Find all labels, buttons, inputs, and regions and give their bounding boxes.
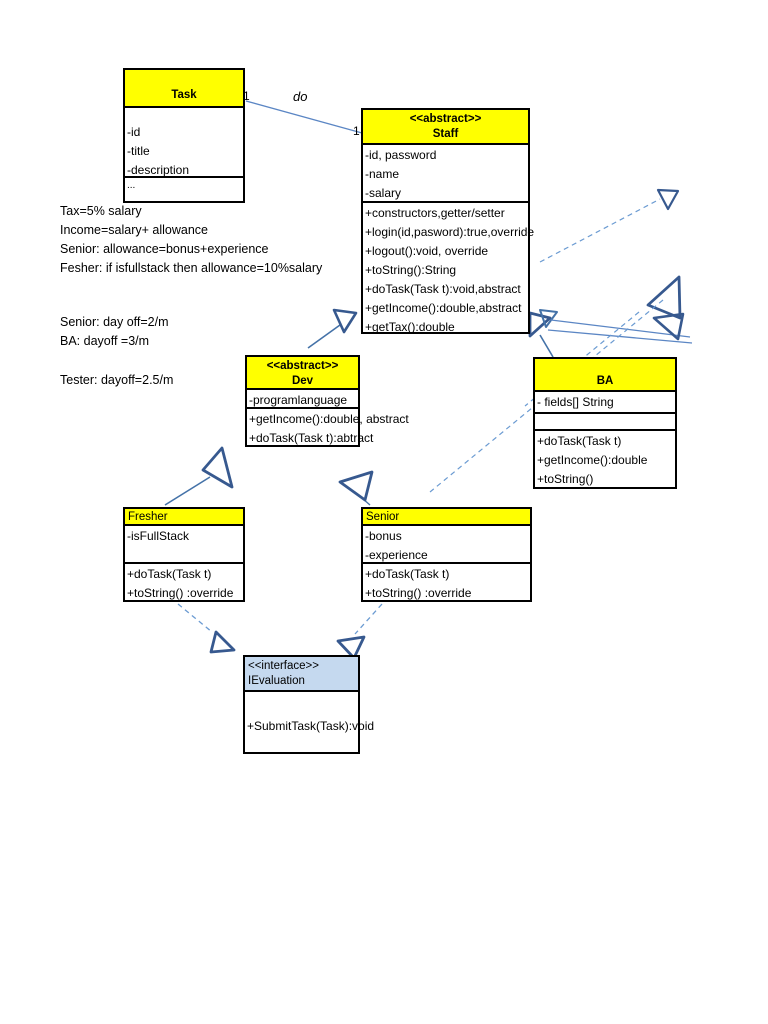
method-row: +toString() :override (127, 586, 234, 600)
attribute-row: -id, password (365, 148, 437, 162)
method-row: +logout():void, override (365, 244, 489, 258)
class-header-dev: <<abstract>> Dev (247, 357, 358, 390)
class-methods-senior: +doTask(Task t) +toString() :override (363, 564, 530, 602)
class-attributes-fresher: -isFullStack (125, 526, 243, 564)
class-methods-dev: +getIncome():double, abstract +doTask(Ta… (247, 409, 409, 445)
method-row: +doTask(Task t):abtract (249, 431, 374, 445)
generalization-dev-staff-line (307, 324, 341, 349)
realization-fresher-ievaluation-line (177, 603, 213, 633)
generalization-ba-staff-arrowhead (528, 311, 552, 338)
class-box-staff[interactable]: <<abstract>> Staff -id, password -name -… (361, 108, 535, 334)
class-attributes-ba: - fields[] String (535, 392, 675, 414)
stray-line-mid-right-b (547, 329, 693, 344)
realization-senior-ievaluation-line (354, 603, 383, 635)
generalization-fresher-dev-line (164, 476, 211, 506)
method-row: +doTask(Task t) (127, 567, 212, 581)
generalization-fresher-dev-arrowhead (201, 446, 234, 489)
attribute-row: -title (127, 144, 150, 158)
generalization-ba-staff-line (539, 334, 554, 358)
attribute-row: -bonus (365, 529, 402, 543)
method-row: +doTask(Task t) (365, 567, 450, 581)
attribute-row: -description (127, 163, 190, 177)
class-name-senior: Senior (366, 511, 400, 523)
class-header-senior: Senior (363, 509, 530, 526)
class-empty-compartment-ba (535, 414, 675, 431)
note-line: Tester: dayoff=2.5/m (60, 373, 174, 387)
class-header-ba: BA (535, 359, 675, 392)
generalization-senior-dev-arrowhead (338, 470, 374, 502)
attribute-row: -salary (365, 186, 402, 200)
class-box-ievaluation[interactable]: <<interface>> IEvaluation +SubmitTask(Ta… (243, 655, 375, 754)
method-row: +getIncome():double, abstract (249, 412, 409, 426)
attribute-row: -isFullStack (127, 529, 190, 543)
class-name-staff: Staff (432, 128, 459, 140)
interface-header-ievaluation: <<interface>> IEvaluation (245, 657, 358, 692)
class-header-staff: <<abstract>> Staff (363, 110, 528, 145)
class-box-fresher[interactable]: Fresher -isFullStack +doTask(Task t) +to… (123, 507, 245, 602)
class-box-ba[interactable]: BA - fields[] String +doTask(Task t) +ge… (533, 357, 677, 489)
class-box-dev[interactable]: <<abstract>> Dev -programlanguage +getIn… (245, 355, 409, 447)
method-row: +toString() :override (365, 586, 472, 600)
stray-line-mid-right-a (550, 319, 691, 338)
attribute-row: - fields[] String (537, 395, 614, 409)
class-stereotype-dev: <<abstract>> (266, 360, 339, 372)
interface-stereotype-ievaluation: <<interface>> (248, 660, 319, 672)
note-line: Fesher: if isfullstack then allowance=10… (60, 261, 323, 275)
class-extra-task: ... (125, 178, 243, 201)
class-attributes-dev: -programlanguage (247, 390, 358, 409)
note-line: Tax=5% salary (60, 204, 142, 218)
class-methods-staff: +constructors,getter/setter +login(id,pa… (363, 203, 535, 334)
association-label-do: do (293, 89, 308, 104)
method-row: +getIncome():double (537, 453, 648, 467)
interface-name-ievaluation: IEvaluation (248, 675, 305, 687)
method-row: +SubmitTask(Task):void (247, 719, 375, 733)
class-name-ba: BA (596, 375, 614, 387)
detached-arrowhead-upper-left (539, 309, 558, 328)
note-line: BA: dayoff =3/m (60, 334, 150, 348)
detached-arrowhead-far-right-top (646, 275, 682, 320)
class-name-dev: Dev (291, 375, 314, 387)
realization-fresher-ievaluation-arrowhead (209, 630, 236, 654)
class-attributes-task: -id -title -description (125, 108, 243, 178)
method-row: +toString():String (365, 263, 457, 277)
multiplicity-staff-end: 1 (353, 124, 360, 138)
association-task-staff (245, 100, 363, 134)
detached-arrowhead-far-right-bottom (652, 312, 685, 341)
class-methods-fresher: +doTask(Task t) +toString() :override (125, 564, 243, 602)
class-name-task: Task (171, 89, 197, 101)
method-row: +login(id,pasword):true,override (365, 225, 535, 239)
class-attributes-senior: -bonus -experience (363, 526, 530, 564)
multiplicity-task-end: 1 (243, 89, 250, 103)
generalization-senior-dev-line (354, 491, 371, 506)
class-box-senior[interactable]: Senior -bonus -experience +doTask(Task t… (361, 507, 532, 602)
method-row: +getIncome():double,abstract (365, 301, 522, 315)
class-methods-ba: +doTask(Task t) +getIncome():double +toS… (535, 431, 675, 487)
extra-row: ... (127, 180, 136, 191)
class-header-task: Task (125, 70, 243, 108)
detached-arrowhead-top-right (656, 188, 680, 211)
method-row: +getTax():double (365, 320, 455, 334)
class-stereotype-staff: <<abstract>> (409, 113, 482, 125)
method-row: +constructors,getter/setter (365, 206, 505, 220)
class-name-fresher: Fresher (128, 511, 168, 523)
note-line: Income=salary+ allowance (60, 223, 208, 237)
attribute-row: -name (365, 167, 400, 181)
attribute-row: -id (127, 125, 141, 139)
note-line: Senior: day off=2/m (60, 315, 169, 329)
method-row: +toString() (537, 472, 594, 486)
method-row: +doTask(Task t):void,abstract (365, 282, 521, 296)
attribute-row: -programlanguage (249, 393, 348, 407)
interface-methods-ievaluation: +SubmitTask(Task):void (245, 692, 375, 752)
generalization-dev-staff-arrowhead (332, 308, 358, 334)
class-attributes-staff: -id, password -name -salary (363, 145, 528, 203)
class-box-task[interactable]: Task -id -title -description ... (123, 68, 245, 203)
dashed-lead-top-right (539, 198, 661, 263)
note-line: Senior: allowance=bonus+experience (60, 242, 269, 256)
class-header-fresher: Fresher (125, 509, 243, 526)
attribute-row: -experience (365, 548, 428, 562)
method-row: +doTask(Task t) (537, 434, 622, 448)
